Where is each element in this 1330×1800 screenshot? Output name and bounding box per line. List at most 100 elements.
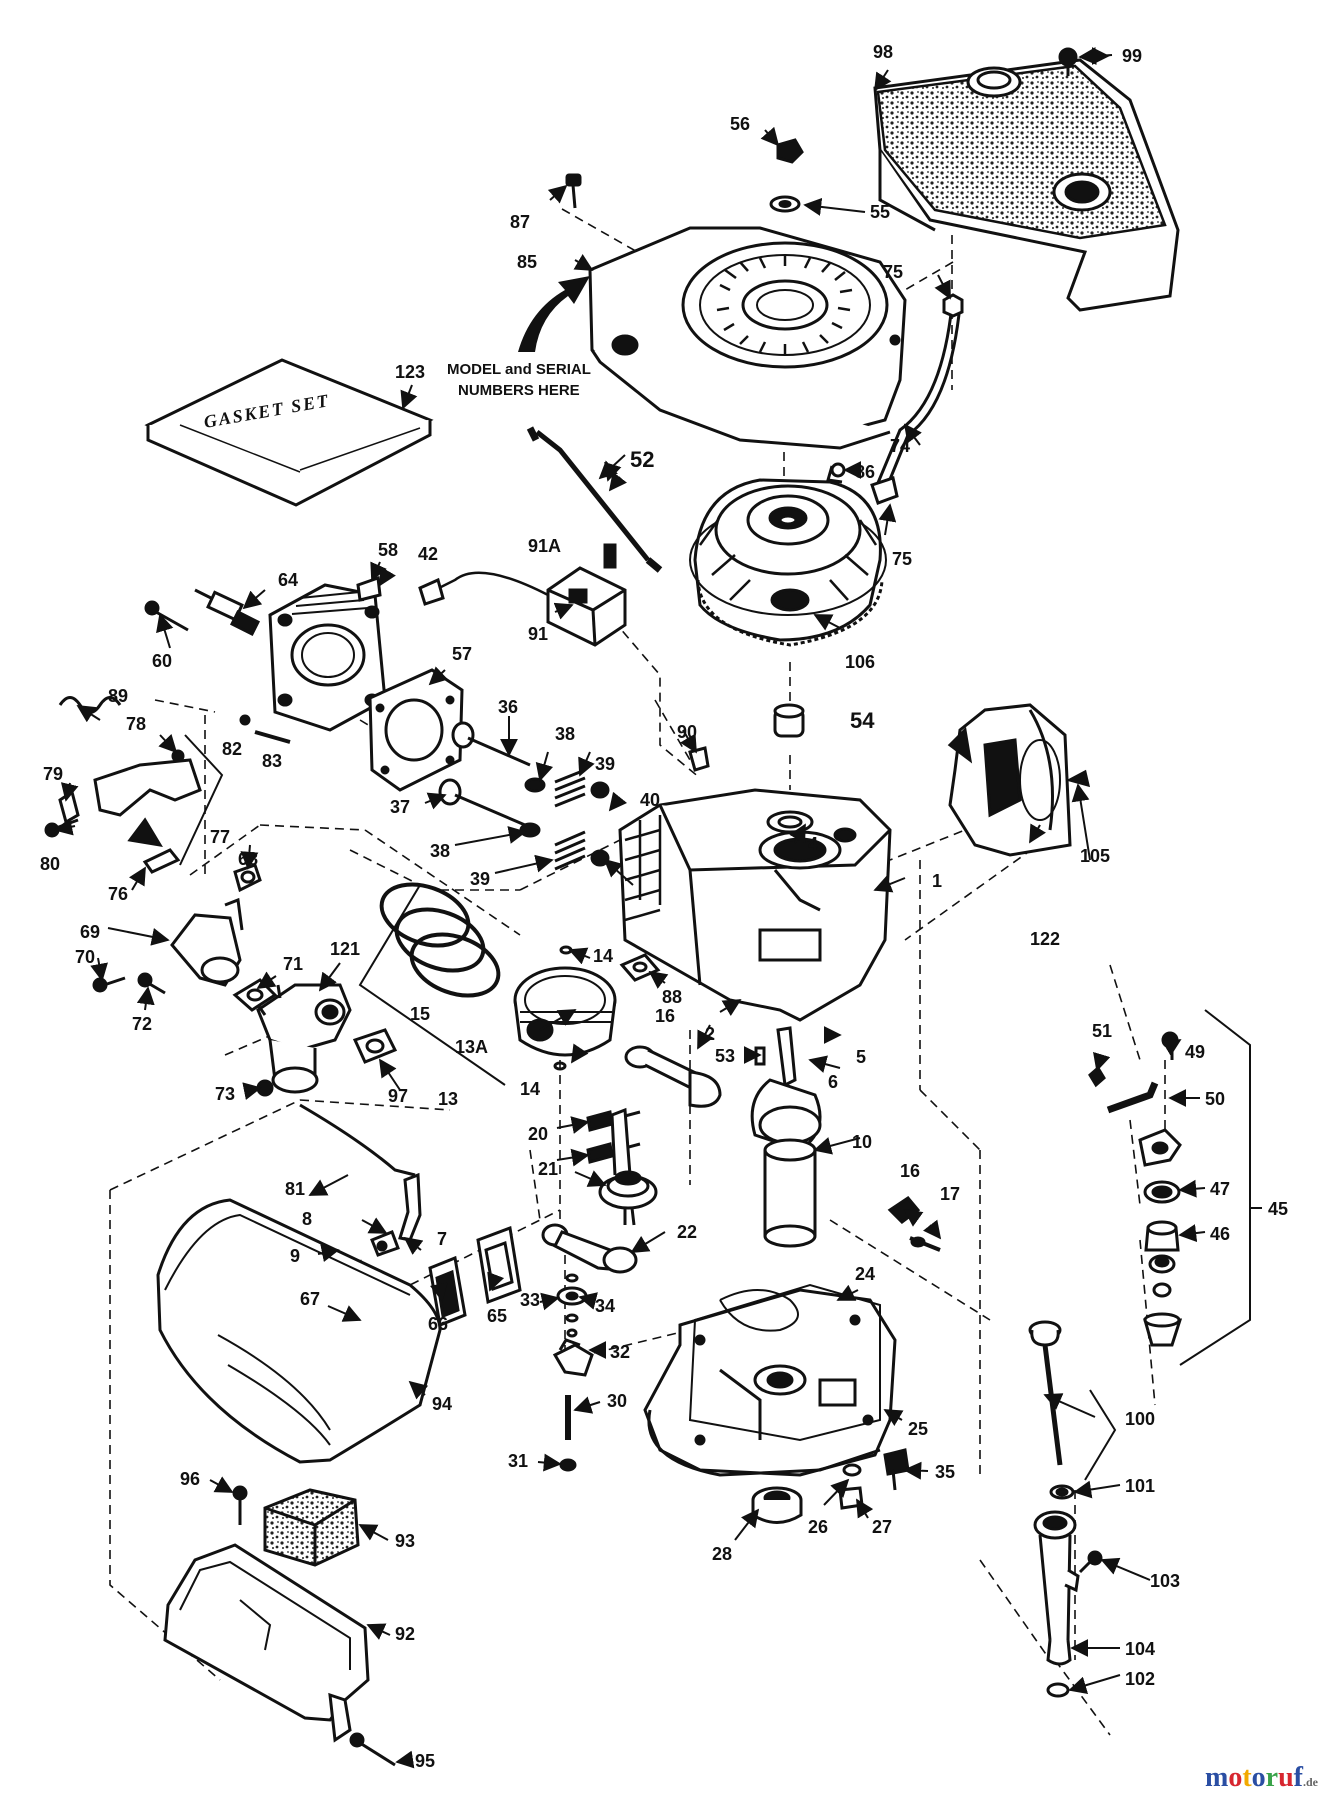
- label-105: 105: [1080, 846, 1110, 866]
- label-100: 100: [1125, 1409, 1155, 1429]
- rod-cap: [887, 1196, 941, 1252]
- pin: [254, 730, 291, 744]
- label-86: 86: [855, 462, 875, 482]
- label-2: 2: [705, 1024, 715, 1044]
- label-53: 53: [715, 1046, 735, 1066]
- label-6: 6: [828, 1072, 838, 1092]
- leader-lines: [54, 47, 1206, 1769]
- label-70: 70: [75, 947, 95, 967]
- label-9: 9: [290, 1246, 300, 1266]
- connecting-rod: [624, 1045, 722, 1108]
- model-serial-line2: NUMBERS HERE: [458, 382, 580, 399]
- dipstick: [1028, 1320, 1075, 1500]
- air-cleaner-base: [163, 1543, 370, 1743]
- label-106: 106: [845, 652, 875, 672]
- air-cleaner-cover: [873, 58, 1180, 312]
- label-26: 26: [808, 1517, 828, 1537]
- dipstick-tube: [1033, 1510, 1103, 1698]
- nut-and-washer: [769, 138, 804, 213]
- label-45: 45: [1268, 1199, 1288, 1219]
- spark-plug: [194, 588, 261, 637]
- label-25: 25: [908, 1419, 928, 1439]
- group-bracket-77: [179, 734, 224, 866]
- label-74: 74: [890, 436, 910, 456]
- blower-housing: [588, 226, 907, 450]
- label-88: 88: [662, 987, 682, 1007]
- label-16b: 16: [900, 1161, 920, 1181]
- label-5: 5: [856, 1047, 866, 1067]
- rewind-starter: [947, 703, 1072, 857]
- label-79: 79: [43, 764, 63, 784]
- model-serial-note: MODEL and SERIAL NUMBERS HERE: [447, 361, 591, 399]
- watermark: motoruf.de: [1205, 1762, 1318, 1794]
- label-66: 66: [428, 1314, 448, 1334]
- label-85: 85: [517, 252, 537, 272]
- label-102: 102: [1125, 1669, 1155, 1689]
- cylinder-head: [268, 575, 387, 732]
- label-91a: 91A: [528, 536, 561, 556]
- label-67: 67: [300, 1289, 320, 1309]
- label-91: 91: [528, 624, 548, 644]
- label-20: 20: [528, 1124, 548, 1144]
- label-36: 36: [498, 697, 518, 717]
- label-10: 10: [852, 1132, 872, 1152]
- label-87: 87: [510, 212, 530, 232]
- label-83: 83: [262, 751, 282, 771]
- model-serial-line1: MODEL and SERIAL: [447, 361, 591, 378]
- label-76: 76: [108, 884, 128, 904]
- label-90: 90: [677, 722, 697, 742]
- crankcase-cover: [643, 1283, 897, 1477]
- label-101: 101: [1125, 1476, 1155, 1496]
- oil-seal: [766, 810, 814, 834]
- air-filter-element: [263, 1488, 360, 1567]
- label-121: 121: [330, 939, 360, 959]
- label-57: 57: [452, 644, 472, 664]
- label-42: 42: [418, 544, 438, 564]
- governor-parts: [552, 1273, 594, 1377]
- bowl-nut: [256, 1079, 274, 1097]
- wire-clip: [688, 746, 710, 772]
- watermark-name: motoruf: [1205, 1762, 1303, 1793]
- label-81: 81: [285, 1179, 305, 1199]
- label-96: 96: [180, 1469, 200, 1489]
- label-80: 80: [40, 854, 60, 874]
- label-47: 47: [1210, 1179, 1230, 1199]
- blower-housing-bolt: [565, 173, 582, 209]
- label-54: 54: [850, 708, 875, 733]
- governor-linkage: [58, 696, 251, 874]
- label-92: 92: [395, 1624, 415, 1644]
- label-58: 58: [378, 540, 398, 560]
- label-4: 4: [808, 834, 818, 854]
- label-60: 60: [152, 651, 172, 671]
- label-21: 21: [538, 1159, 558, 1179]
- piston: [513, 966, 617, 1057]
- label-37: 37: [390, 797, 410, 817]
- label-104: 104: [1125, 1639, 1155, 1659]
- label-99: 99: [1122, 46, 1142, 66]
- piston-rings: [379, 882, 501, 998]
- label-52: 52: [630, 447, 654, 472]
- label-31: 31: [508, 1451, 528, 1471]
- label-34: 34: [595, 1296, 615, 1316]
- label-8: 8: [302, 1209, 312, 1229]
- label-24: 24: [855, 1264, 875, 1284]
- valves-and-springs: [438, 721, 610, 871]
- label-7: 7: [437, 1229, 447, 1249]
- label-75b: 75: [892, 549, 912, 569]
- camshaft-assembly: [541, 1107, 658, 1274]
- cover-screw: [1058, 47, 1078, 76]
- gasket-set-envelope: [144, 358, 434, 507]
- label-1: 1: [932, 871, 942, 891]
- label-68: 68: [238, 849, 258, 869]
- label-123: 123: [395, 362, 425, 382]
- label-51: 51: [1092, 1021, 1112, 1041]
- label-35: 35: [935, 1462, 955, 1482]
- fuel-line: [826, 293, 964, 505]
- label-93: 93: [395, 1531, 415, 1551]
- crankshaft: [750, 1026, 822, 1248]
- label-38b: 38: [430, 841, 450, 861]
- label-38a: 38: [555, 724, 575, 744]
- label-30: 30: [607, 1391, 627, 1411]
- label-71: 71: [283, 954, 303, 974]
